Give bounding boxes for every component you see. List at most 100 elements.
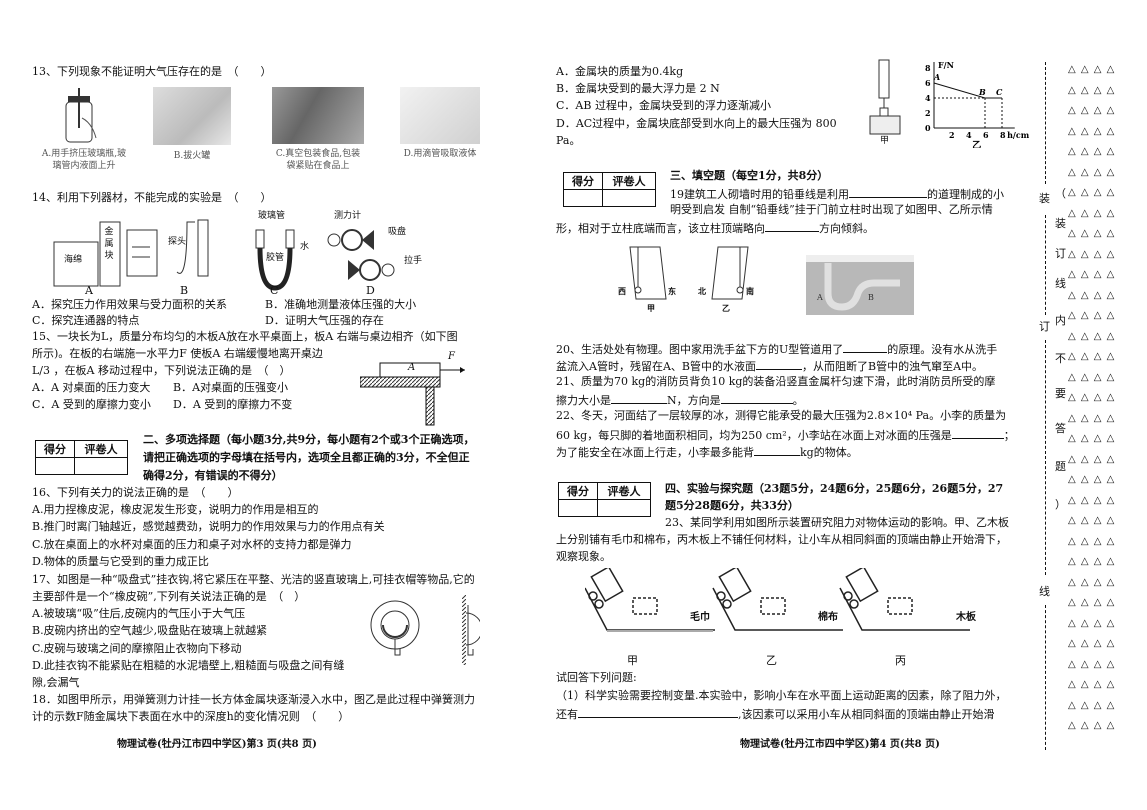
triangle-row: △ △ △ △: [1068, 207, 1116, 219]
fig-label-pipe-b: B: [868, 293, 874, 302]
q23-part1: （1）科学实验需要控制变量.本实验中，影响小车在水平面上运动距离的因素，除了阻力…: [556, 689, 1007, 702]
q17-option-a: A.被玻璃“吸”住后,皮碗内的气压小于大气压: [32, 607, 246, 620]
fig-letter-b: B: [180, 284, 189, 297]
q16-title: 16、下列有关力的说法正确的是 （ ）: [32, 486, 239, 499]
fig-label-jia: 甲: [647, 303, 655, 313]
fig-label-board-a: A: [408, 362, 416, 373]
q23-ask: 试回答下列问题:: [556, 671, 637, 684]
q22-blank-1[interactable]: [951, 426, 1004, 439]
y-tick-label: 2: [925, 108, 931, 118]
page-footer-3: 物理试卷(牡丹江市四中学区)第3 页(共8 页): [117, 739, 317, 750]
fig-label-east: 东: [668, 286, 676, 296]
q13-caption-b: B.拔火罐: [173, 151, 211, 161]
q19-line: 形，相对于立柱底端而言，该立柱顶端略向方向倾斜。: [556, 219, 874, 237]
q13-caption-a: A.用手挤压玻璃瓶,玻璃管内液面上升: [41, 149, 127, 171]
q21-blank-1[interactable]: [611, 391, 667, 404]
q18-option-a: A．金属块的质量为0.4kg: [556, 65, 684, 78]
score-header: 得分: [35, 440, 75, 458]
triangle-row: △ △ △ △: [1068, 535, 1116, 547]
q15-option-b: B．A对桌面的压强变小: [173, 381, 289, 394]
triangle-row: △ △ △ △: [1068, 474, 1116, 485]
score-header: 得分: [558, 482, 598, 500]
q16-option-b: B.推门时离门轴越近，感觉越费劲，说明力的作用效果与力的作用点有关: [32, 520, 385, 533]
binding-inner-char: ）: [1055, 498, 1066, 511]
section2-heading: 确得2分，有错误的不得分）: [143, 469, 283, 482]
q19-blank-1[interactable]: [849, 185, 927, 198]
q16-option-c: C.放在桌面上的水杯对桌面的压力和桌子对水杯的支持力都是弹力: [32, 538, 352, 551]
q23-blank-1[interactable]: [578, 705, 738, 718]
q22-line: 22、冬天，河面结了一层较厚的冰，测得它能承受的最大压强为2.8×10⁴ Pa。…: [556, 409, 1007, 422]
triangle-row: △ △ △ △: [1068, 658, 1116, 670]
surface-label-cotton: 棉布: [818, 612, 838, 623]
section2-heading: 请把正确选项的字母填在括号内，选项全且都正确的3分，不全但正: [143, 451, 470, 464]
q14-title: 14、利用下列器材，不能完成的实验是 （ ）: [32, 191, 272, 204]
triangle-row: △ △ △ △: [1068, 64, 1116, 75]
q23-part1: 还有,该因素可以采用小车从相同斜面的顶端由静止开始滑: [556, 705, 995, 723]
q18-option-d-cont: Pa。: [556, 134, 581, 147]
fig-label-yi: 乙: [766, 654, 777, 667]
q23-line: 23、某同学利用如图所示装置研究阻力对物体运动的影响。甲、乙木板: [665, 516, 1009, 529]
x-tick-label: 6: [983, 130, 989, 140]
q18-option-c: C．AB 过程中，金属块受到的浮力逐渐减小: [556, 99, 771, 112]
force-line: [933, 82, 1002, 99]
grader-cell[interactable]: [602, 189, 656, 207]
triangle-row: △ △ △ △: [1068, 617, 1116, 629]
binding-inner-char: 订: [1055, 247, 1066, 260]
q15-line: 15、一块长为L，质量分布均匀的木板A放在水平桌面上，板A 右端与桌边相齐（如下…: [32, 330, 458, 343]
triangle-row: △ △ △ △: [1068, 556, 1116, 567]
q17-option-d-cont: 隙,会漏气: [32, 676, 80, 689]
q15-option-d: D．A 受到的摩擦力不变: [173, 398, 293, 411]
score-table-section3: 得分评卷人: [563, 172, 656, 207]
x-tick-label: 2: [949, 130, 955, 140]
q23-line: 上分别铺有毛巾和棉布，丙木板上不铺任何材料，让小车从相同斜面的顶端由静止开始滑下…: [556, 533, 1007, 546]
fig-label-yi: 乙: [722, 303, 730, 313]
q20-blank-2[interactable]: [755, 357, 802, 370]
q19-line: 明受到启发 自制“铅垂线”挂于门前立柱时出现了如图甲、乙所示情: [670, 203, 993, 216]
binding-outer-char: 装: [1039, 192, 1050, 205]
grader-cell[interactable]: [597, 499, 651, 517]
q14-option-d: D．证明大气压强的存在: [265, 314, 384, 327]
triangle-row: △ △ △ △: [1068, 125, 1116, 137]
grader-header: 评卷人: [74, 440, 128, 458]
q13-figure-a: [65, 88, 97, 143]
x-axis-label: h/cm: [1007, 130, 1030, 140]
q13-title: 13、下列现象不能证明大气压存在的是 （ ）: [32, 65, 272, 78]
fig-label-probe: 探头: [168, 237, 187, 247]
q15-option-c: C．A 受到的摩擦力变小: [32, 398, 151, 411]
q14-option-c: C．探究连通器的特点: [32, 314, 140, 327]
fig-label-suction-cup: 吸盘: [388, 227, 407, 237]
u-pipe-photo: [806, 255, 914, 315]
q21-blank-2[interactable]: [720, 391, 793, 404]
triangle-pattern: △ △ △ △ △ △ △ △ △ △ △ △ △ △ △ △ △ △ △ △ △ △ △…: [1068, 60, 1144, 737]
score-cell[interactable]: [35, 457, 75, 475]
triangle-row: △ △ △ △: [1068, 187, 1116, 198]
q19-blank-2[interactable]: [765, 219, 819, 232]
binding-line: [1045, 340, 1046, 575]
score-header: 得分: [563, 172, 603, 190]
q18-spring-scale-figure: [869, 59, 901, 135]
score-cell[interactable]: [558, 499, 598, 517]
fig-label-water: 水: [300, 242, 310, 252]
fig-label-handle: 拉手: [404, 256, 423, 266]
page-footer-4: 物理试卷(牡丹江市四中学区)第4 页(共8 页): [740, 739, 940, 750]
fig-label-dynamometer: 测力计: [334, 211, 362, 221]
grader-cell[interactable]: [74, 457, 128, 475]
fig-label-bing: 丙: [895, 654, 906, 667]
fig-label-hose: 胶管: [266, 253, 285, 263]
fig-label-yi: 乙: [972, 140, 981, 148]
binding-inner-char: （: [1055, 187, 1066, 200]
x-tick-label: 4: [966, 130, 972, 140]
q13-photo-d: [400, 87, 480, 144]
y-axis-label: F/N: [938, 60, 954, 70]
q14-figures: [53, 219, 395, 291]
triangle-row: △ △ △ △: [1068, 433, 1116, 444]
q22-blank-2[interactable]: [754, 443, 800, 456]
section4-heading: 题5分28题6分，共33分）: [665, 499, 799, 512]
q20-blank-1[interactable]: [843, 340, 888, 353]
triangle-row: △ △ △ △: [1068, 310, 1116, 321]
score-cell[interactable]: [563, 189, 603, 207]
y-tick-label: 8: [925, 63, 931, 73]
triangle-row: △ △ △ △: [1068, 351, 1116, 362]
